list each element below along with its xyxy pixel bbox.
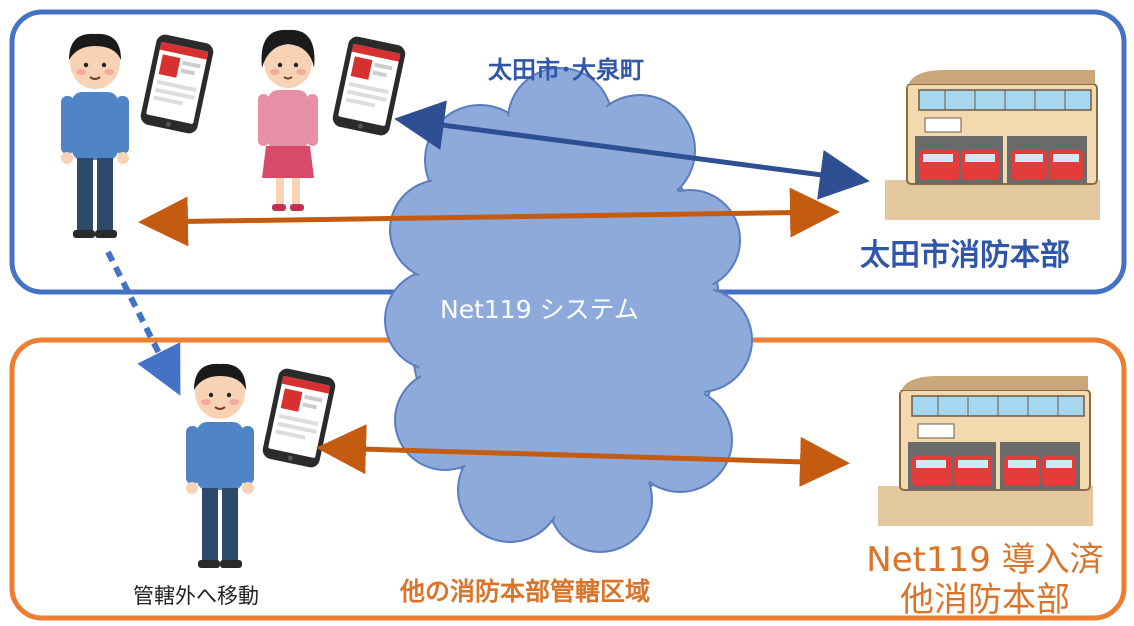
region-bottom-label: 他の消防本部管轄区域: [400, 577, 651, 606]
arrow-orange-moved-station-bottom: [316, 424, 850, 487]
arrow-blue-woman-station: [394, 100, 870, 200]
arrow-orange-man-station-top: [138, 187, 840, 247]
smartphone-app-icon: [261, 366, 337, 470]
smartphone-app-icon: [331, 34, 407, 138]
station-bottom-label: Net119 導入済 他消防本部: [850, 540, 1120, 620]
move-label: 管轄外へ移動: [133, 584, 259, 608]
woman-user-icon: [258, 29, 318, 211]
station-bottom-label-line1: Net119 導入済: [866, 540, 1104, 580]
arrow-dotted-move: [105, 250, 181, 396]
station-top-label: 太田市消防本部: [860, 238, 1070, 273]
man-user-moved-icon: [185, 362, 255, 569]
station-bottom-label-line2: 他消防本部: [900, 580, 1070, 620]
smartphone-app-icon: [139, 32, 215, 136]
region-top-label: 太田市･大泉町: [488, 56, 644, 84]
system-label: Net119 システム: [440, 295, 639, 324]
fire-station-top-icon: [884, 69, 1101, 221]
man-user-top-icon: [60, 32, 130, 239]
fire-station-bottom-icon: [877, 375, 1094, 527]
